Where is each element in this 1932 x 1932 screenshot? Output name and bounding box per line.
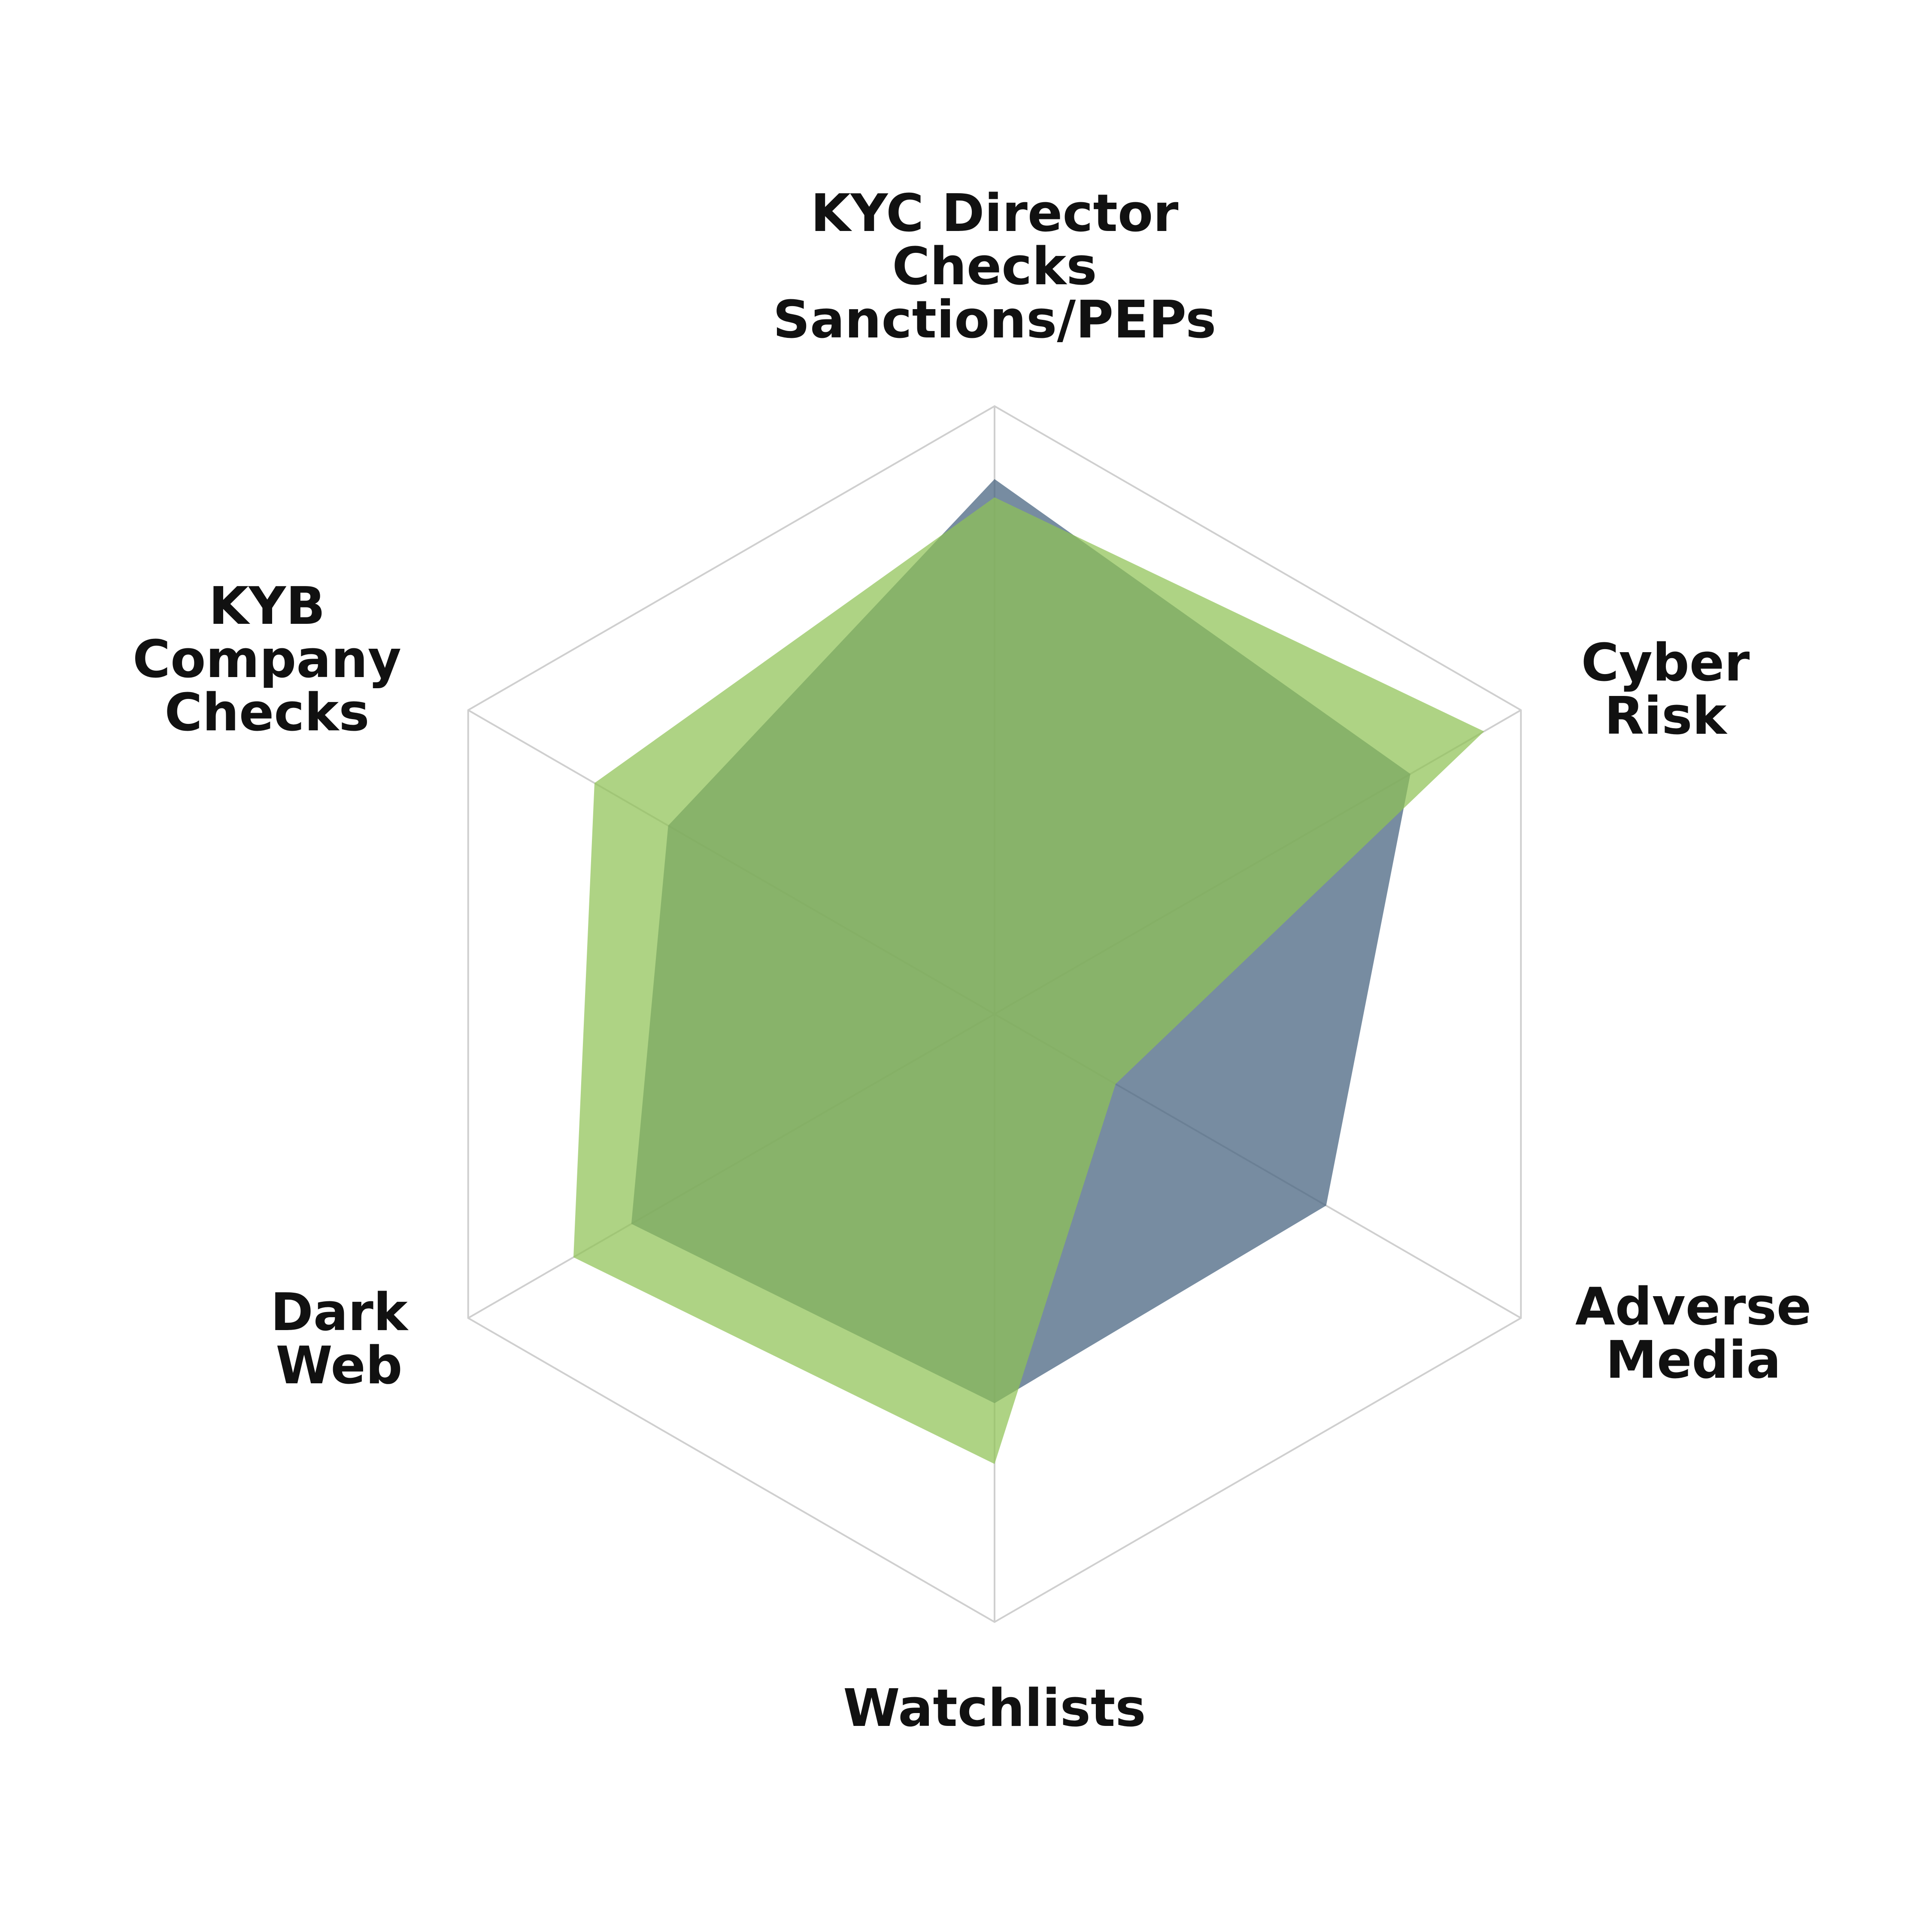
axis-label-line: Web — [276, 1336, 402, 1396]
axis-label-line: Watchlists — [843, 1679, 1146, 1738]
radar-series — [573, 479, 1484, 1464]
axis-label-line: KYB — [209, 577, 325, 636]
axis-label-line: Cyber — [1581, 633, 1750, 693]
axis-label-line: Risk — [1604, 687, 1728, 746]
series-2-area — [573, 497, 1484, 1464]
axis-label-line: Dark — [270, 1283, 409, 1343]
axis-label-line: Company — [133, 630, 401, 690]
axis-label-line: Checks — [892, 237, 1097, 297]
axis-label-line: KYC Director — [811, 184, 1179, 243]
axis-label-line: Sanctions/PEPs — [773, 290, 1216, 350]
axis-label-line: Checks — [164, 683, 369, 743]
axis-label-line: Adverse — [1575, 1277, 1811, 1337]
axis-label-line: Media — [1606, 1331, 1781, 1390]
axis-label-watchlists: Watchlists — [843, 1679, 1146, 1738]
